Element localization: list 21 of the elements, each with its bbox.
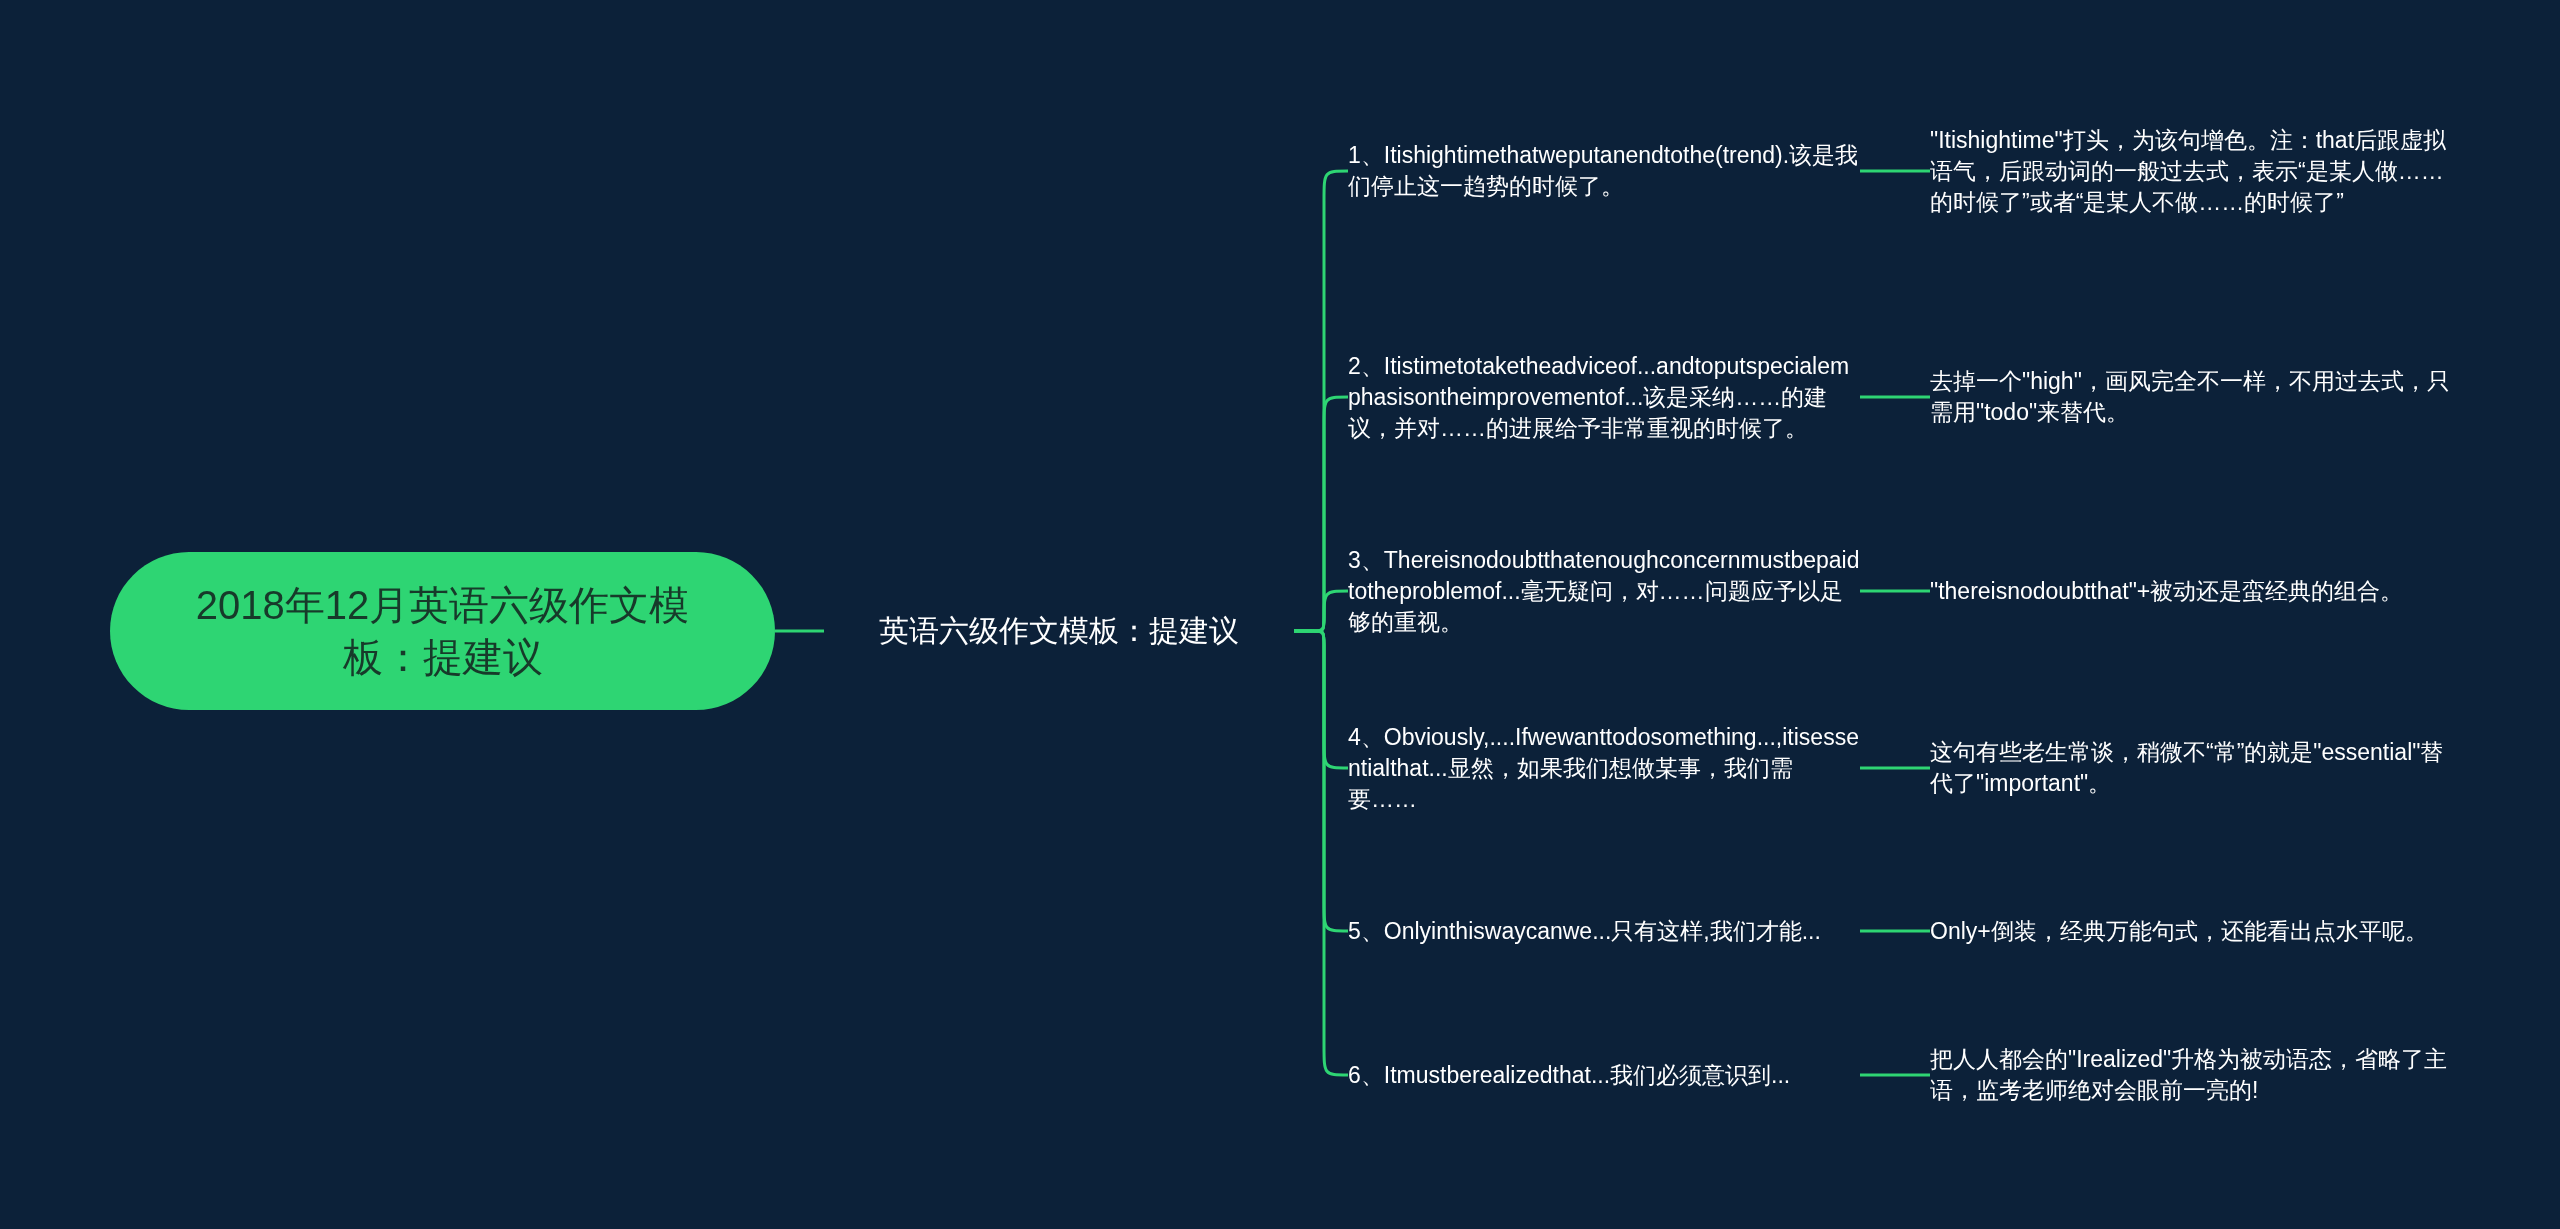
connector-line [1860, 169, 1930, 173]
sentence-text: 1、Itishightimethatweputanendtothe(trend).该是我们停止这一趋势的时候了。 [1348, 140, 1860, 202]
note-text: 这句有些老生常谈，稍微不“常”的就是"essential"替代了"important"。 [1930, 737, 2450, 799]
sentence-text: 2、Itistimetotaketheadviceof...andtoputspecialemphasisontheimprovementof...该是采纳……的建议，并对……的进展给予非常重视的时候了。 [1348, 350, 1860, 444]
sentence-text: 5、Onlyinthiswaycanwe...只有这样,我们才能... [1348, 915, 1860, 947]
note-text: Only+倒装，经典万能句式，还能看出点水平呢。 [1930, 915, 2450, 947]
connector-line [1860, 766, 1930, 770]
note-text: "thereisnodoubtthat"+被动还是蛮经典的组合。 [1930, 575, 2450, 607]
sentence-text: 4、Obviously,....Ifwewanttodosomething...,itisessentialthat...显然，如果我们想做某事，我们需要…… [1348, 721, 1860, 815]
connector-line [1860, 589, 1930, 593]
root-topic-pill: 2018年12月英语六级作文模板：提建议 [110, 552, 775, 710]
sentence-text: 6、Itmustberealizedthat...我们必须意识到... [1348, 1059, 1860, 1091]
connector-line [1860, 1073, 1930, 1077]
note-text: 去掉一个"high"，画风完全不一样，不用过去式，只需用"todo"来替代。 [1930, 366, 2450, 428]
sentence-text: 3、Thereisnodoubtthatenoughconcernmustbepaidtotheproblemof...毫无疑问，对……问题应予以足够的重视。 [1348, 544, 1860, 638]
connector-line [1860, 929, 1930, 933]
topic-text: 英语六级作文模板：提建议 [824, 611, 1294, 651]
note-text: 把人人都会的"Irealized"升格为被动语态，省略了主语，监考老师绝对会眼前一亮的! [1930, 1044, 2450, 1106]
connector-line [775, 629, 824, 633]
connector-line [1860, 395, 1930, 399]
note-text: "Itishightime"打头，为该句增色。注：that后跟虚拟语气，后跟动词的一般过去式，表示“是某人做……的时候了”或者“是某人不做……的时候了” [1930, 124, 2450, 218]
